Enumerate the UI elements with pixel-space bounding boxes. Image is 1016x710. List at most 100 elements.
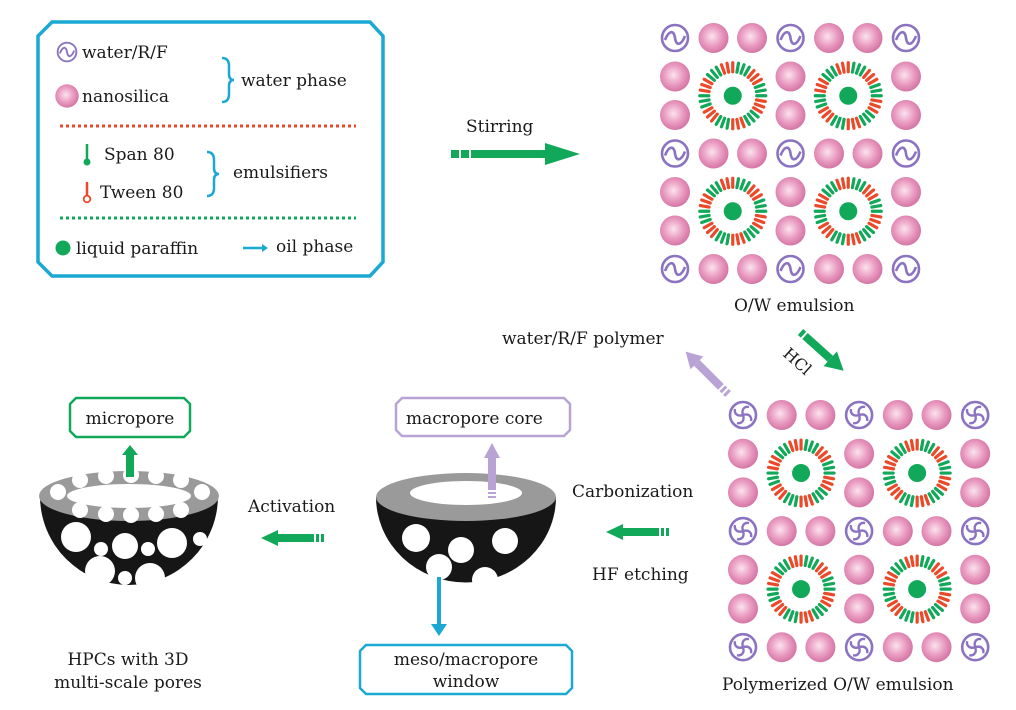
micropore-dot: [123, 507, 139, 523]
paraffin-core: [792, 464, 811, 483]
surfactant-mark: [698, 213, 711, 219]
surfactant-mark: [870, 203, 883, 209]
surfactant-mark: [822, 479, 834, 486]
surfactant-mark: [788, 494, 795, 506]
surfactant-mark: [894, 605, 904, 617]
nanosilica-bead: [660, 177, 690, 207]
surfactant-mark: [768, 479, 781, 486]
surfactant-mark: [854, 178, 862, 191]
meso-window-arrow-icon: [431, 577, 447, 636]
surfactant-mark: [702, 221, 714, 230]
surfactant-mark: [807, 494, 814, 506]
surfactant-mark: [884, 479, 897, 486]
macropore-core-callout: macropore core: [394, 396, 572, 438]
surfactant-mark: [709, 184, 719, 195]
arrow-right-icon: [243, 244, 268, 252]
surfactant-mark: [743, 181, 751, 193]
nanosilica-bead: [891, 100, 921, 130]
water-rf-symbol: [891, 254, 921, 284]
surfactant-mark: [778, 562, 788, 573]
surfactant-mark: [904, 556, 911, 569]
surfactant-mark: [788, 556, 795, 569]
stage-polymerized-ow-emulsion: Polymerized O/W emulsion: [722, 675, 954, 695]
surfactant-mark: [909, 555, 915, 568]
surfactant-mark: [930, 562, 940, 573]
surfactant-mark: [840, 233, 846, 246]
surfactant-mark: [870, 88, 883, 94]
surfactant-mark: [768, 595, 781, 603]
surfactant-mark: [850, 61, 856, 74]
surfactant-mark: [938, 595, 950, 603]
paraffin-core: [723, 202, 742, 221]
surfactant-mark: [735, 177, 741, 190]
surfactant-mark: [869, 82, 881, 90]
step-hf-etching: HF etching: [592, 565, 689, 585]
nanosilica-bead: [698, 138, 729, 169]
surfactant-mark: [899, 608, 907, 620]
legend-water-phase: water phase: [241, 71, 347, 91]
surfactant-mark: [698, 88, 711, 94]
surfactant-mark: [835, 116, 842, 129]
surfactant-mark: [705, 72, 716, 82]
surfactant-mark: [840, 61, 846, 74]
surfactant-mark: [746, 68, 756, 79]
activation-arrow-icon: [261, 530, 324, 546]
surfactant-mark: [746, 228, 756, 239]
surfactant-mark: [830, 230, 838, 242]
meso-macropore-window-callout: meso/macropore window: [358, 643, 574, 696]
water-phase-brace-icon: [221, 56, 235, 104]
rf-polymer-symbol: [960, 516, 990, 546]
stirring-arrow-icon: [451, 143, 580, 165]
surfactant-mark: [725, 61, 731, 74]
water-rf-symbol: [776, 254, 805, 284]
emulsifiers-brace-icon: [206, 150, 220, 198]
nanosilica-bead: [921, 400, 952, 430]
surfactant-mark: [754, 88, 767, 94]
surfactant-mark: [814, 562, 824, 573]
nanosilica-bead: [844, 554, 875, 585]
nanosilica-bead: [660, 215, 690, 246]
nanosilica-bead: [882, 516, 913, 547]
nanosilica-bead: [960, 593, 991, 624]
oil-droplet: [766, 438, 836, 508]
surfactant-mark: [702, 77, 714, 86]
surfactant-mark: [867, 193, 879, 201]
surfactant-mark: [823, 465, 836, 471]
nanosilica-bead: [766, 632, 797, 663]
surfactant-mark: [894, 489, 904, 500]
surfactant-mark: [766, 475, 780, 481]
water-rf-symbol: [776, 23, 805, 53]
surfactant-mark: [890, 566, 901, 576]
surfactant-mark: [923, 556, 931, 569]
surfactant-mark: [919, 495, 925, 508]
hpc-bowl-left: [39, 467, 219, 593]
surfactant-mark: [719, 178, 727, 191]
surfactant-mark: [899, 492, 907, 504]
carbon-bowl-middle: [376, 473, 556, 593]
stage-hpc-line1: HPCs with 3D: [67, 650, 188, 670]
surfactant-mark: [811, 492, 820, 504]
surfactant-mark: [751, 106, 763, 114]
surfactant-mark: [698, 203, 711, 209]
surfactant-mark: [854, 232, 862, 244]
surfactant-mark: [919, 438, 925, 452]
surfactant-mark: [886, 454, 898, 463]
surfactant-mark: [927, 608, 936, 620]
surfactant-mark: [815, 198, 828, 205]
nanosilica-bead: [728, 554, 758, 585]
surfactant-mark: [939, 465, 952, 471]
legend-oil-phase: oil phase: [276, 237, 353, 257]
surfactant-mark: [886, 599, 898, 608]
oil-droplet: [766, 554, 836, 624]
surfactant-mark: [923, 440, 931, 453]
nanosilica-bead: [844, 438, 875, 469]
surfactant-mark: [840, 177, 846, 190]
nanosilica-bead: [844, 593, 875, 624]
surfactant-mark: [793, 495, 799, 508]
surfactant-mark: [749, 109, 760, 119]
surfactant-mark: [774, 566, 785, 576]
surfactant-mark: [700, 217, 712, 225]
surfactant-mark: [700, 82, 712, 90]
nanosilica-bead: [844, 477, 875, 508]
macropore-arrow-icon: [484, 443, 500, 498]
